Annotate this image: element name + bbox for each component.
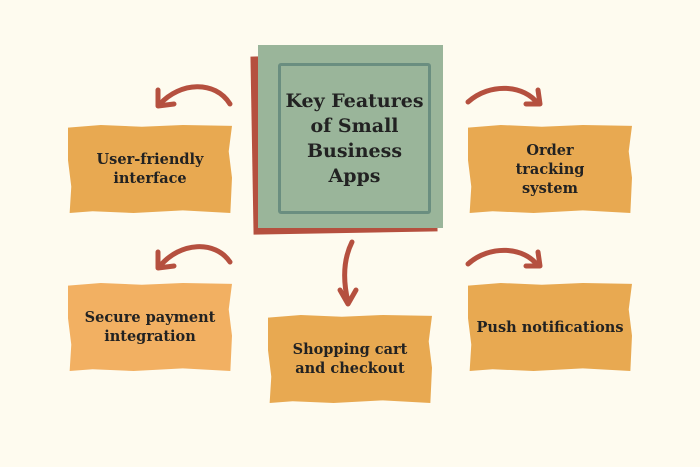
arrow-to-user-friendly xyxy=(157,84,233,107)
arrow-to-secure-payment xyxy=(157,244,233,269)
feature-user-friendly: User-friendly interface xyxy=(68,125,232,213)
arrow-to-shopping-cart xyxy=(342,239,355,305)
arrow-to-push xyxy=(465,247,541,269)
arrow-to-order-tracking xyxy=(465,85,541,107)
feature-label: Push notifications xyxy=(476,318,624,336)
feature-order-tracking: Order tracking system xyxy=(468,125,632,213)
feature-secure-payment: Secure payment integration xyxy=(68,283,232,371)
center-title: Key Features of Small Business Apps xyxy=(285,89,424,187)
feature-push-notifications: Push notifications xyxy=(468,283,632,371)
feature-label: Secure payment integration xyxy=(84,309,216,345)
feature-label: Order tracking system xyxy=(515,141,585,197)
feature-label: User-friendly interface xyxy=(96,151,204,187)
feature-label: Shopping cart and checkout xyxy=(292,341,408,377)
center-card: Key Features of Small Business Apps xyxy=(258,45,443,228)
feature-shopping-cart: Shopping cart and checkout xyxy=(268,315,432,403)
